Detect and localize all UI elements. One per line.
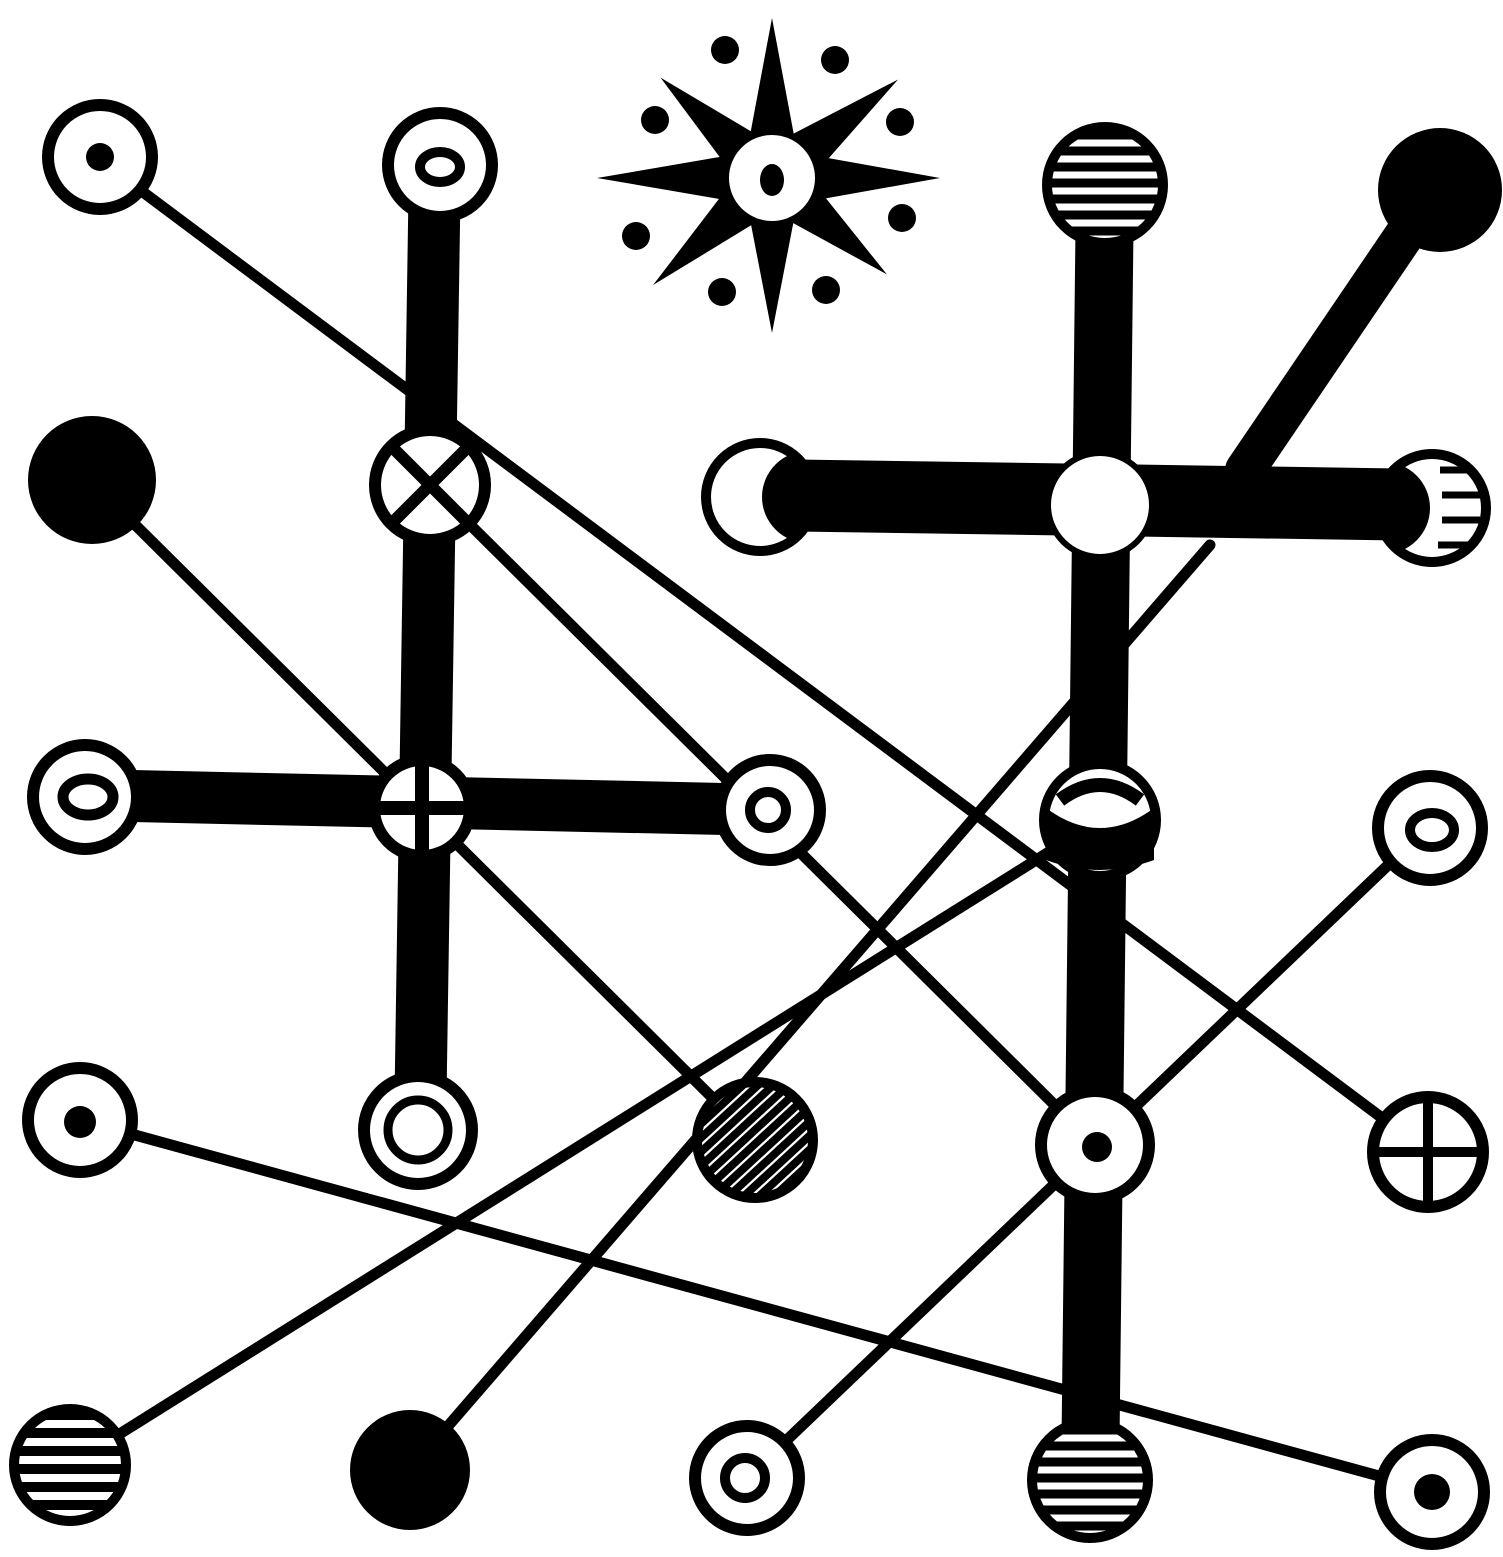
ring-node-top-left — [48, 105, 152, 209]
star-dot — [888, 204, 916, 232]
ring-node-bottom-right — [1380, 1440, 1484, 1544]
solid-node-bottom — [350, 1410, 470, 1530]
star-dot — [711, 36, 739, 64]
crossed-circle-upper-center — [375, 430, 485, 540]
crossed-circle-left-junction — [374, 760, 470, 856]
star-dot — [886, 108, 914, 136]
crossed-circle-lower-right — [1373, 1097, 1483, 1207]
star-dot — [641, 106, 669, 134]
star-dot — [622, 222, 650, 250]
hatched-node-bottom-right-cross — [1025, 1422, 1155, 1538]
hatched-node-bottom-left — [5, 1409, 135, 1521]
ring-node-top-center — [388, 113, 492, 217]
solid-node-left — [28, 416, 156, 544]
ring-node-lower-left — [28, 1068, 132, 1172]
star-dot — [708, 278, 736, 306]
star-dot — [821, 46, 849, 74]
solid-node-top-right — [1378, 128, 1502, 252]
ring-node-left-middle — [33, 745, 137, 849]
hatched-node-top-right-cross — [1040, 127, 1170, 243]
diagonal-hatched-node — [690, 1000, 820, 1288]
ring-node-junction — [1041, 1091, 1149, 1199]
left-cross-vertical-bar — [420, 160, 435, 1130]
ring-node-bottom-center — [695, 1426, 799, 1530]
line-tl-to-right-mid — [100, 160, 1425, 1150]
double-ring-node-lower-center — [364, 1076, 472, 1184]
line-hatched-bl-to-crescent — [70, 820, 1100, 1465]
ring-node-center — [720, 760, 820, 860]
star-dot — [812, 276, 840, 304]
star-center-dot — [760, 164, 784, 196]
star-center — [726, 132, 818, 224]
ring-node-right-middle — [1378, 776, 1482, 880]
right-cross-hub — [1048, 453, 1152, 557]
crescent-node-center-right — [1044, 764, 1156, 876]
